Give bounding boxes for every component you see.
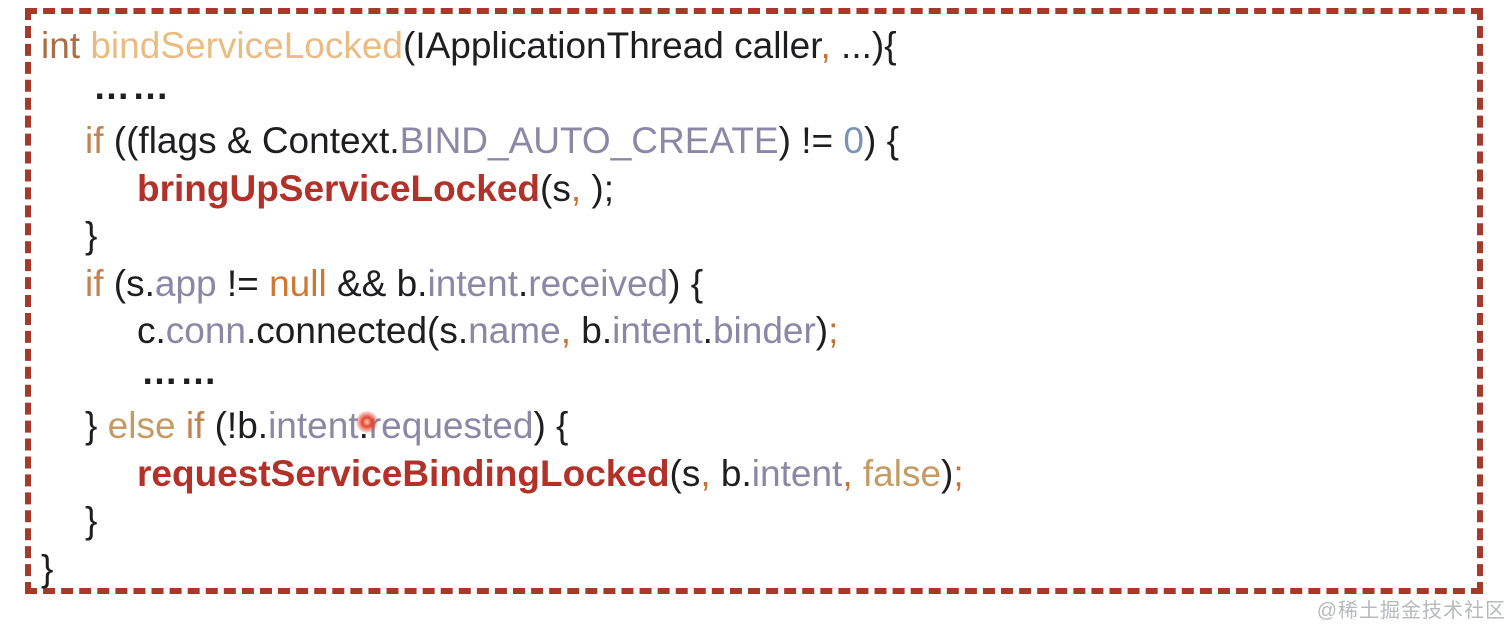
code-line: }	[41, 497, 964, 545]
code-token: ……	[93, 65, 171, 107]
code-line: }	[41, 545, 964, 593]
code-token: ;	[828, 310, 839, 351]
code-token: int	[41, 25, 91, 66]
code-line: if ((flags & Context.BIND_AUTO_CREATE) !…	[41, 117, 964, 165]
code-token: b.	[710, 452, 752, 494]
code-line: requestServiceBindingLocked(s, b.intent,…	[41, 450, 964, 498]
code-line: int bindServiceLocked(IApplicationThread…	[41, 22, 964, 70]
code-token: intent	[751, 452, 843, 494]
code-token: ) {	[863, 120, 899, 161]
code-token: ((flags & Context.	[103, 120, 400, 161]
code-token: .connected(s.	[246, 310, 469, 351]
code-token: 0	[843, 120, 864, 161]
dashed-border-frame	[25, 8, 1483, 594]
code-token: requestServiceBindingLocked	[137, 452, 670, 494]
code-token: bringUpServiceLocked	[137, 167, 541, 209]
code-token: }	[85, 215, 98, 256]
code-token: received	[528, 262, 669, 304]
code-token: b.	[571, 310, 613, 351]
code-token: ...){	[830, 25, 897, 66]
code-token: ;	[953, 452, 964, 494]
code-line: ……	[45, 351, 964, 403]
code-token: false	[862, 452, 942, 494]
watermark: @稀土掘金技术社区	[1316, 600, 1506, 622]
code-token: if	[185, 405, 205, 446]
code-token: }	[41, 547, 54, 589]
code-token: !=	[216, 262, 270, 304]
code-token: null	[269, 262, 327, 304]
code-token: bindServiceLocked	[90, 25, 403, 66]
code-token: ) {	[533, 405, 569, 446]
code-line: ……	[49, 66, 964, 118]
code-block: int bindServiceLocked(IApplicationThread…	[41, 22, 964, 592]
code-token: requested	[368, 405, 534, 446]
code-token: ,	[570, 167, 582, 209]
code-token: ……	[141, 350, 219, 392]
code-line: } else if (!b.intent.requested) {	[41, 402, 964, 450]
code-token: .	[517, 262, 529, 304]
code-token: ,	[560, 310, 571, 351]
code-token: (s	[669, 452, 701, 494]
code-token: ,	[820, 25, 831, 66]
code-token: if	[85, 120, 104, 161]
code-token	[176, 405, 186, 446]
code-token: && b.	[326, 262, 428, 304]
code-token: app	[154, 262, 217, 304]
code-token: intent	[427, 262, 518, 304]
code-token: c.	[137, 310, 166, 351]
code-token: (s	[540, 167, 571, 209]
code-token: .	[702, 310, 713, 351]
code-token: intent	[268, 405, 359, 446]
code-token: else	[107, 405, 176, 446]
code-token: ,	[700, 452, 711, 494]
code-token: if	[85, 262, 104, 304]
code-token: binder	[712, 310, 816, 351]
code-token: (IApplicationThread caller	[403, 25, 821, 66]
code-token: }	[85, 405, 108, 446]
code-token: )	[815, 310, 829, 351]
code-token: (s.	[103, 262, 155, 304]
code-token: name	[468, 310, 561, 351]
code-token: BIND_AUTO_CREATE	[399, 120, 779, 161]
code-token: ,	[842, 452, 853, 494]
code-token: ) !=	[778, 120, 844, 161]
code-token: ) {	[668, 262, 704, 304]
code-line: if (s.app != null && b.intent.received) …	[41, 260, 964, 308]
code-token: intent	[612, 310, 703, 351]
code-token: );	[581, 167, 615, 209]
code-line: }	[41, 212, 964, 260]
code-token: }	[85, 500, 98, 541]
code-token: conn	[165, 310, 247, 351]
code-line: c.conn.connected(s.name, b.intent.binder…	[41, 307, 964, 355]
code-line: bringUpServiceLocked(s, );	[41, 165, 964, 213]
code-token	[853, 453, 863, 494]
code-token: (!b.	[204, 405, 269, 446]
code-token: )	[941, 452, 954, 494]
